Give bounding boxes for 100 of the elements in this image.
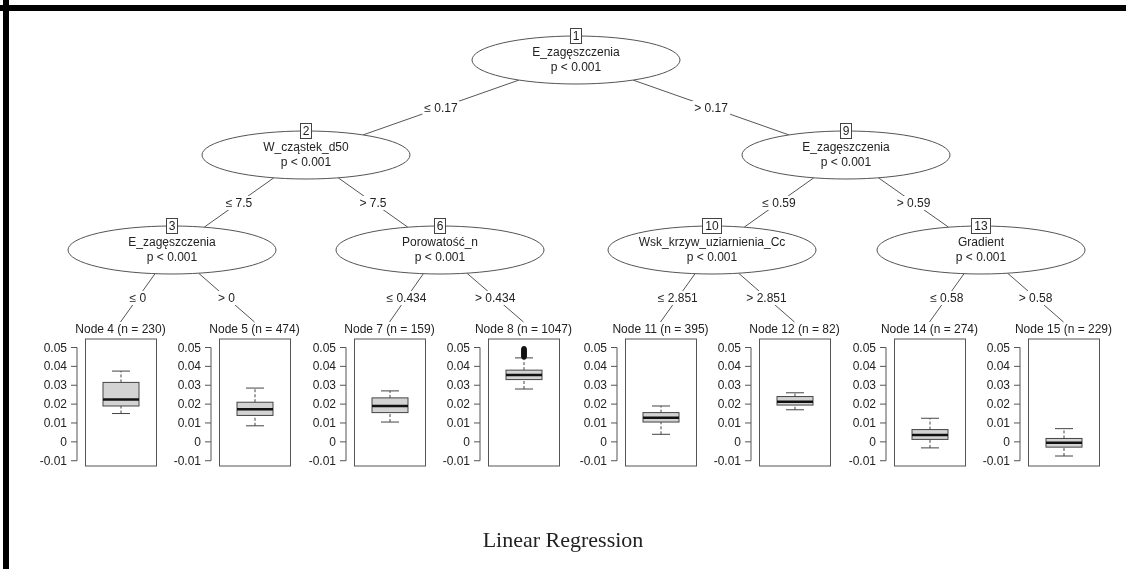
node-heading: Node 11 (n = 395) <box>611 322 710 336</box>
tick-label: 0.05 <box>582 340 607 355</box>
edge-label: > 0 <box>216 290 238 305</box>
tick-label: 0.02 <box>851 397 876 412</box>
tick-label: 0.04 <box>445 359 470 374</box>
caption: Linear Regression <box>481 527 645 553</box>
node-number: 3 <box>165 218 179 234</box>
edge-label: ≤ 0.434 <box>384 290 429 305</box>
tick-label: 0 <box>193 434 201 449</box>
tick-label: 0.01 <box>985 415 1010 430</box>
tick-label: 0.01 <box>176 415 201 430</box>
node-number: 1 <box>569 28 583 44</box>
node-heading: Node 14 (n = 274) <box>879 322 980 336</box>
tick-label: 0.05 <box>985 340 1010 355</box>
tick-label: -0.01 <box>847 453 876 468</box>
edge-label: ≤ 0.59 <box>760 195 798 210</box>
tick-label: 0.04 <box>582 359 607 374</box>
edge-label: > 0.434 <box>473 290 518 305</box>
edge-label: ≤ 0 <box>127 290 149 305</box>
tick-label: 0.03 <box>985 378 1010 393</box>
tick-label: 0.04 <box>176 359 201 374</box>
tick-label: 0.05 <box>42 340 67 355</box>
p-value: p < 0.001 <box>954 250 1008 264</box>
p-value: p < 0.001 <box>145 250 199 264</box>
node-heading: Node 15 (n = 229) <box>1013 322 1114 336</box>
tick-label: 0.01 <box>716 415 741 430</box>
tick-label: 0.02 <box>445 397 470 412</box>
edge-label: ≤ 7.5 <box>223 195 255 210</box>
tick-label: 0.02 <box>42 397 67 412</box>
tick-label: 0.03 <box>42 378 67 393</box>
tick-label: 0.03 <box>716 378 741 393</box>
tick-label: 0.02 <box>176 397 201 412</box>
variable-name: E_zagęszczenia <box>127 235 217 249</box>
tick-label: 0.04 <box>311 359 336 374</box>
tick-label: 0.03 <box>176 378 201 393</box>
p-value: p < 0.001 <box>819 155 873 169</box>
tick-label: 0 <box>328 434 336 449</box>
tick-label: 0 <box>1002 434 1010 449</box>
tick-label: 0.01 <box>851 415 876 430</box>
node-number: 13 <box>971 218 991 234</box>
tick-label: 0.01 <box>311 415 336 430</box>
tick-label: 0.02 <box>582 397 607 412</box>
node-heading: Node 7 (n = 159) <box>343 322 436 336</box>
edge-label: > 0.59 <box>894 195 933 210</box>
edge-label: ≤ 0.58 <box>928 290 966 305</box>
edge-label: ≤ 2.851 <box>655 290 700 305</box>
tick-label: -0.01 <box>981 453 1010 468</box>
tick-label: -0.01 <box>172 453 201 468</box>
variable-name: Gradient <box>957 235 1005 249</box>
tick-label: -0.01 <box>307 453 336 468</box>
variable-name: W_cząstek_d50 <box>262 140 350 154</box>
node-number: 2 <box>299 123 313 139</box>
node-number: 6 <box>433 218 447 234</box>
tick-label: -0.01 <box>578 453 607 468</box>
branch-line <box>120 273 156 323</box>
p-value: p < 0.001 <box>413 250 467 264</box>
tick-label: 0.05 <box>716 340 741 355</box>
edge-label: > 0.58 <box>1016 290 1055 305</box>
node-heading: Node 5 (n = 474) <box>208 322 301 336</box>
edge-label: > 0.17 <box>692 100 730 115</box>
tick-label: -0.01 <box>441 453 470 468</box>
branch-line <box>198 272 255 323</box>
tick-label: 0.03 <box>582 378 607 393</box>
tick-label: 0.02 <box>311 397 336 412</box>
tick-label: 0 <box>733 434 741 449</box>
p-value: p < 0.001 <box>279 155 333 169</box>
node-number: 9 <box>839 123 853 139</box>
tick-label: -0.01 <box>712 453 741 468</box>
tick-label: -0.01 <box>38 453 67 468</box>
variable-name: Porowatość_n <box>400 235 479 249</box>
tick-label: 0.03 <box>311 378 336 393</box>
p-value: p < 0.001 <box>685 250 739 264</box>
tick-label: 0.04 <box>985 359 1010 374</box>
node-heading: Node 8 (n = 1047) <box>473 322 574 336</box>
tick-label: 0.04 <box>851 359 876 374</box>
variable-name: E_zagęszczenia <box>801 140 891 154</box>
tick-label: 0.01 <box>42 415 67 430</box>
tick-label: 0.05 <box>445 340 470 355</box>
tick-label: 0 <box>868 434 876 449</box>
tick-label: 0.01 <box>582 415 607 430</box>
tick-label: 0.05 <box>851 340 876 355</box>
tick-label: 0.01 <box>445 415 470 430</box>
variable-name: E_zagęszczenia <box>531 45 621 59</box>
tick-label: 0 <box>59 434 67 449</box>
tick-label: 0.05 <box>311 340 336 355</box>
tick-label: 0.04 <box>42 359 67 374</box>
edge-label: > 2.851 <box>744 290 789 305</box>
tick-label: 0 <box>462 434 470 449</box>
tick-label: 0.04 <box>716 359 741 374</box>
variable-name: Wsk_krzyw_uziarnienia_Cc <box>637 235 787 249</box>
tick-label: 0.02 <box>716 397 741 412</box>
tick-label: 0.02 <box>985 397 1010 412</box>
node-heading: Node 4 (n = 230) <box>74 322 167 336</box>
tick-label: 0.03 <box>851 378 876 393</box>
tick-label: 0 <box>599 434 607 449</box>
node-number: 10 <box>702 218 722 234</box>
tick-label: 0.03 <box>445 378 470 393</box>
node-heading: Node 12 (n = 82) <box>748 322 841 336</box>
edge-label: > 7.5 <box>357 195 389 210</box>
edge-label: ≤ 0.17 <box>422 100 460 115</box>
